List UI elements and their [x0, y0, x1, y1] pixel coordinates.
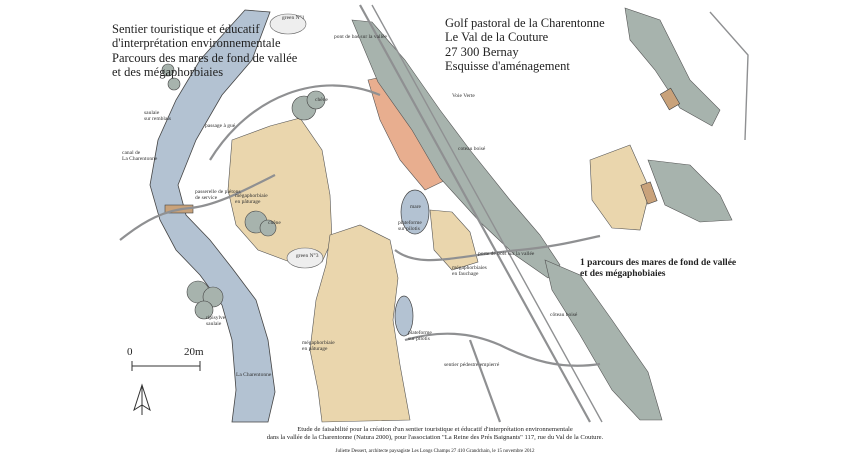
- inset-top: [624, 7, 749, 141]
- label-passage: passage à gué: [205, 123, 236, 129]
- trail-network: [119, 4, 603, 423]
- north-arrow-icon: [133, 383, 151, 415]
- scale-twenty: 20m: [184, 346, 204, 358]
- label-megaphorbiaie-fauchage: mégaphorbiaies en fauchage: [452, 265, 487, 278]
- tree-clusters: [161, 63, 326, 320]
- footer-main: Etude de faisabilité pour la création d'…: [266, 426, 604, 441]
- label-chene-2: chêne: [268, 220, 281, 226]
- map-title: Sentier touristique et éducatif d'interp…: [112, 22, 298, 80]
- label-porte: porte de bois sur la vallée: [478, 251, 535, 257]
- label-coteau-boise-2: côteau boisé: [550, 312, 578, 318]
- label-charentonne: La Charentonne: [236, 372, 272, 378]
- label-sentier: sentier pédestre empierré: [444, 362, 500, 368]
- label-coteau-boise: coteau boisé: [458, 146, 486, 152]
- green-1: [269, 13, 307, 35]
- scale-zero: 0: [127, 346, 133, 358]
- project-block: Golf pastoral de la Charentonne Le Val d…: [445, 16, 605, 74]
- label-canal: canal de La Charentonne: [122, 150, 158, 163]
- label-plateforme: plateforme sur pilotis: [398, 220, 422, 233]
- label-mare: mare: [410, 204, 421, 210]
- scale-bar: [131, 361, 201, 371]
- label-ripisylve: ripisylve saulaie: [206, 315, 226, 328]
- footer-credit: Juliette Dessert, architecte paysagiste …: [335, 449, 535, 454]
- label-voie-verte: Voie Verte: [452, 93, 475, 99]
- meadow-center: [309, 224, 411, 423]
- label-green-1: green N°1: [282, 15, 305, 21]
- label-green-3: green N°3: [296, 253, 319, 259]
- inset-caption: 1 parcours des mares de fond de vallée e…: [580, 258, 737, 279]
- label-megaphorbiaie-paturage: mégaphorbiaie en pâturage: [235, 193, 268, 206]
- label-pont-bas: pont de bas sur la vallée: [334, 34, 387, 40]
- pond-mare: [400, 189, 430, 235]
- label-megaphorbiaie-paturage-2: mégaphorbiaie en pâturage: [302, 340, 335, 353]
- label-plateforme-2: plateforme sur pilotis: [408, 330, 432, 343]
- label-passerelle: passerelle de piétons de service: [195, 189, 241, 202]
- river-charentonne: [149, 9, 276, 423]
- pond-lower: [394, 295, 414, 337]
- label-chene-1: chêne: [315, 97, 328, 103]
- green-3: [286, 247, 324, 269]
- label-saulaie: saulaie sur remblais: [144, 110, 172, 123]
- meadow-right: [429, 209, 479, 271]
- wooded-slope-lower: [544, 259, 663, 421]
- inset-mid: [589, 144, 733, 231]
